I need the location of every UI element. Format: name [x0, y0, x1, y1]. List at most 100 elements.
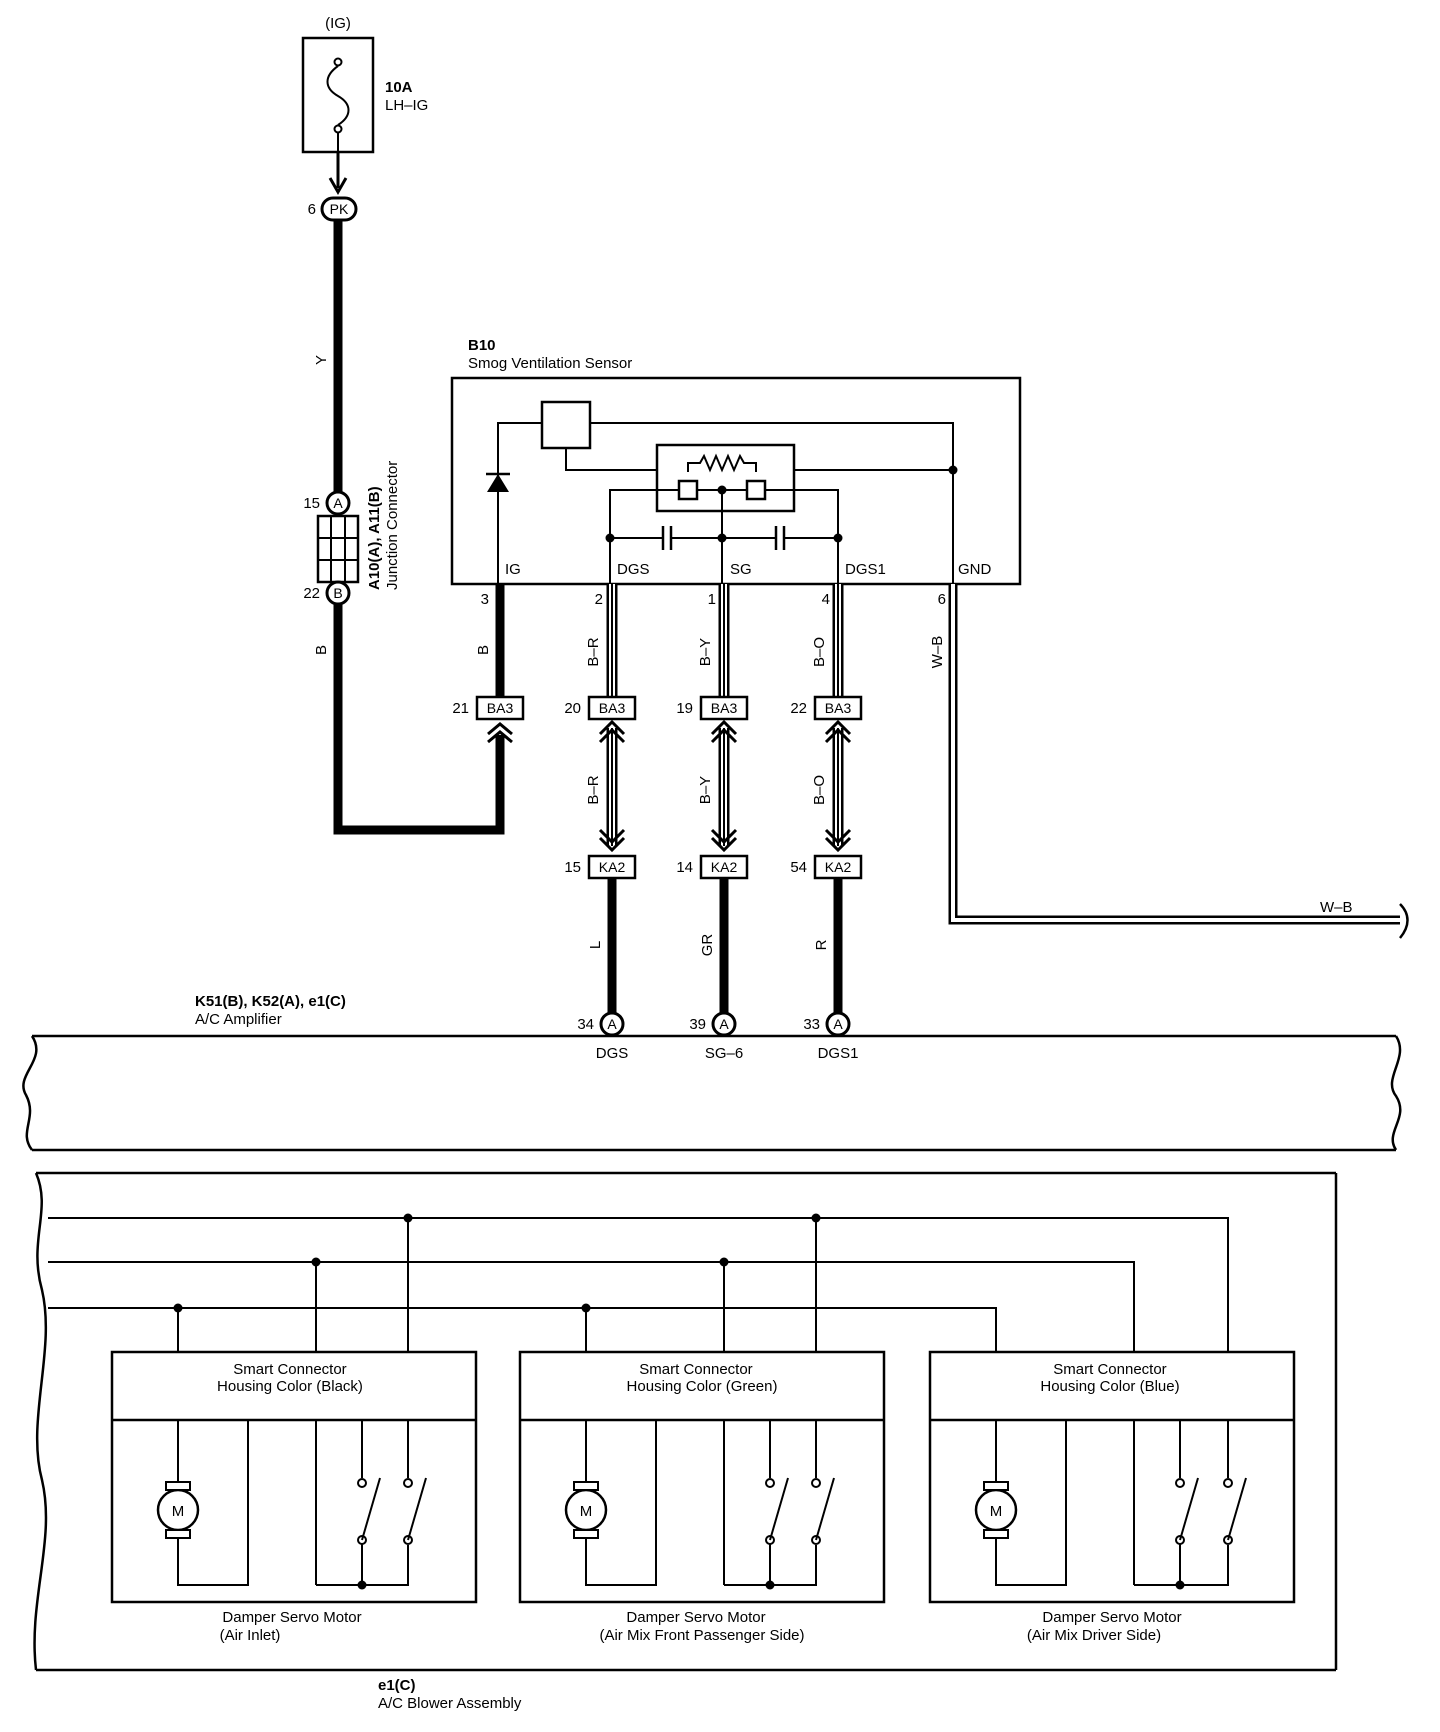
amplifier-name: A/C Amplifier: [195, 1011, 282, 1028]
sensor-terminal-sg: SG: [730, 561, 752, 578]
switch-icon: [1179, 1477, 1199, 1541]
wire-dgs1-upper-label: B–O: [811, 637, 828, 667]
ka2-label: KA2: [825, 859, 852, 875]
damper-servo-air-mix-passenger: Smart Connector Housing Color (Green) Da…: [518, 1350, 886, 1644]
sensor-pin-ig: 3: [481, 591, 489, 608]
wire-gnd-vertical-label: W–B: [929, 636, 946, 669]
pk-pin: 6: [308, 201, 316, 218]
junction-id: A10(A), A11(B): [366, 486, 383, 590]
switch-icon: [1227, 1477, 1247, 1541]
smart-connector-label: Smart Connector: [233, 1361, 346, 1378]
ka2-pin: 15: [564, 859, 581, 876]
wire-b-label: B: [313, 645, 330, 655]
connector-chevron-icon: [710, 719, 738, 744]
arrow-down-icon: [328, 177, 348, 196]
ka2-connector-sg: KA2 14: [676, 854, 749, 880]
junction-connector: A 15 B 22 A10(A), A11(B) Junction Connec…: [303, 461, 401, 606]
fuse-rating: 10A: [385, 79, 413, 96]
servo-location: (Air Mix Driver Side): [1027, 1627, 1161, 1644]
ba3-label: BA3: [711, 700, 738, 716]
amplifier-terminal-sg6: SG–6: [705, 1045, 743, 1062]
wire-dgs-mid: [598, 719, 626, 853]
sensor-ic-icon: [540, 400, 592, 450]
junction-pin-bottom: 22: [303, 585, 320, 602]
resistor-icon: [687, 453, 757, 473]
ba3-connector-dgs: BA3 20: [564, 695, 637, 721]
ka2-pin: 14: [676, 859, 693, 876]
connector-chevron-icon: [824, 828, 852, 853]
smart-connector-color: Housing Color (Green): [627, 1378, 778, 1395]
sensor-name: Smog Ventilation Sensor: [468, 355, 632, 372]
smart-connector-label: Smart Connector: [639, 1361, 752, 1378]
ka2-connector-dgs: KA2 15: [564, 854, 637, 880]
ka2-label: KA2: [599, 859, 626, 875]
sensor-pin-sg: 1: [708, 591, 716, 608]
amplifier-tag: A: [833, 1016, 843, 1032]
amplifier-id: K51(B), K52(A), e1(C): [195, 993, 346, 1010]
bus-lines: [48, 1213, 1229, 1352]
ba3-label: BA3: [825, 700, 852, 716]
connector-chevron-icon: [710, 828, 738, 853]
amplifier-pin: 39: [689, 1016, 706, 1033]
ba3-connector-dgs1: BA3 22: [790, 695, 863, 721]
sensor-pin-gnd: 6: [938, 591, 946, 608]
wire-ig-upper-label: B: [475, 645, 492, 655]
sensor-terminal-dgs1: DGS1: [845, 561, 886, 578]
ac-amplifier: K51(B), K52(A), e1(C) A/C Amplifier A 34…: [22, 993, 1402, 1152]
servo-name: Damper Servo Motor: [626, 1609, 765, 1626]
smart-connector-color: Housing Color (Blue): [1040, 1378, 1179, 1395]
damper-servo-air-mix-driver: Smart Connector Housing Color (Blue) Dam…: [928, 1350, 1296, 1644]
diode-icon: [487, 474, 509, 492]
amplifier-terminal-dgs: DGS: [596, 1045, 629, 1062]
wire-sg-lower-label: GR: [699, 934, 716, 957]
amplifier-pin: 33: [803, 1016, 820, 1033]
switch-icon: [361, 1477, 381, 1541]
switch-icon: [769, 1477, 789, 1541]
servo-location: (Air Mix Front Passenger Side): [599, 1627, 804, 1644]
wire-gnd: [948, 584, 1409, 939]
servo-name: Damper Servo Motor: [222, 1609, 361, 1626]
wavy-edge-icon: [33, 1172, 48, 1671]
switch-icon: [407, 1477, 427, 1541]
wire-dgs1-lower-label: R: [813, 939, 830, 950]
fuse-element-icon: [326, 65, 350, 126]
motor-symbol: M: [580, 1503, 593, 1520]
junction-tag-top: A: [333, 495, 343, 511]
motor-symbol: M: [172, 1503, 185, 1520]
pk-connector: PK 6: [308, 196, 358, 222]
servo-name: Damper Servo Motor: [1042, 1609, 1181, 1626]
wire-sg-mid: [710, 719, 738, 853]
connector-chevron-icon: [487, 722, 513, 744]
wire-gnd-horizontal-label: W–B: [1320, 899, 1353, 916]
fuse-source-label: (IG): [325, 15, 351, 32]
junction-tag-bottom: B: [333, 585, 342, 601]
ba3-pin: 21: [452, 700, 469, 717]
ba3-pin: 20: [564, 700, 581, 717]
ka2-connector-dgs1: KA2 54: [790, 854, 863, 880]
ba3-pin: 19: [676, 700, 693, 717]
ka2-label: KA2: [711, 859, 738, 875]
wire-dgs-lower-label: L: [587, 941, 604, 949]
wire-dgs-mid-label: B–R: [585, 775, 602, 804]
sensor-terminal-ig: IG: [505, 561, 521, 578]
sensor-terminal-dgs: DGS: [617, 561, 650, 578]
fuse-name: LH–IG: [385, 97, 428, 114]
connector-chevron-icon: [598, 719, 626, 744]
ac-blower-assembly: e1(C) A/C Blower Assembly: [33, 1171, 1338, 1712]
amplifier-pin: 34: [577, 1016, 594, 1033]
ba3-connector-ig: BA3 21: [452, 695, 525, 744]
fuse: (IG) 10A LH–IG: [301, 15, 428, 154]
sensor-terminal-gnd: GND: [958, 561, 992, 578]
switch-icon: [815, 1477, 835, 1541]
wire-dgs1-mid: [824, 719, 852, 853]
amplifier-terminal-dgs1: DGS1: [818, 1045, 859, 1062]
ba3-connector-sg: BA3 19: [676, 695, 749, 721]
wire-sg-mid-label: B–Y: [697, 776, 714, 804]
smart-connector-label: Smart Connector: [1053, 1361, 1166, 1378]
amplifier-tag: A: [719, 1016, 729, 1032]
junction-name: Junction Connector: [384, 461, 401, 590]
wavy-edge-icon: [1390, 1035, 1402, 1151]
sensor-pin-dgs1: 4: [822, 591, 830, 608]
gas-sensor-element-icon: [655, 443, 796, 513]
